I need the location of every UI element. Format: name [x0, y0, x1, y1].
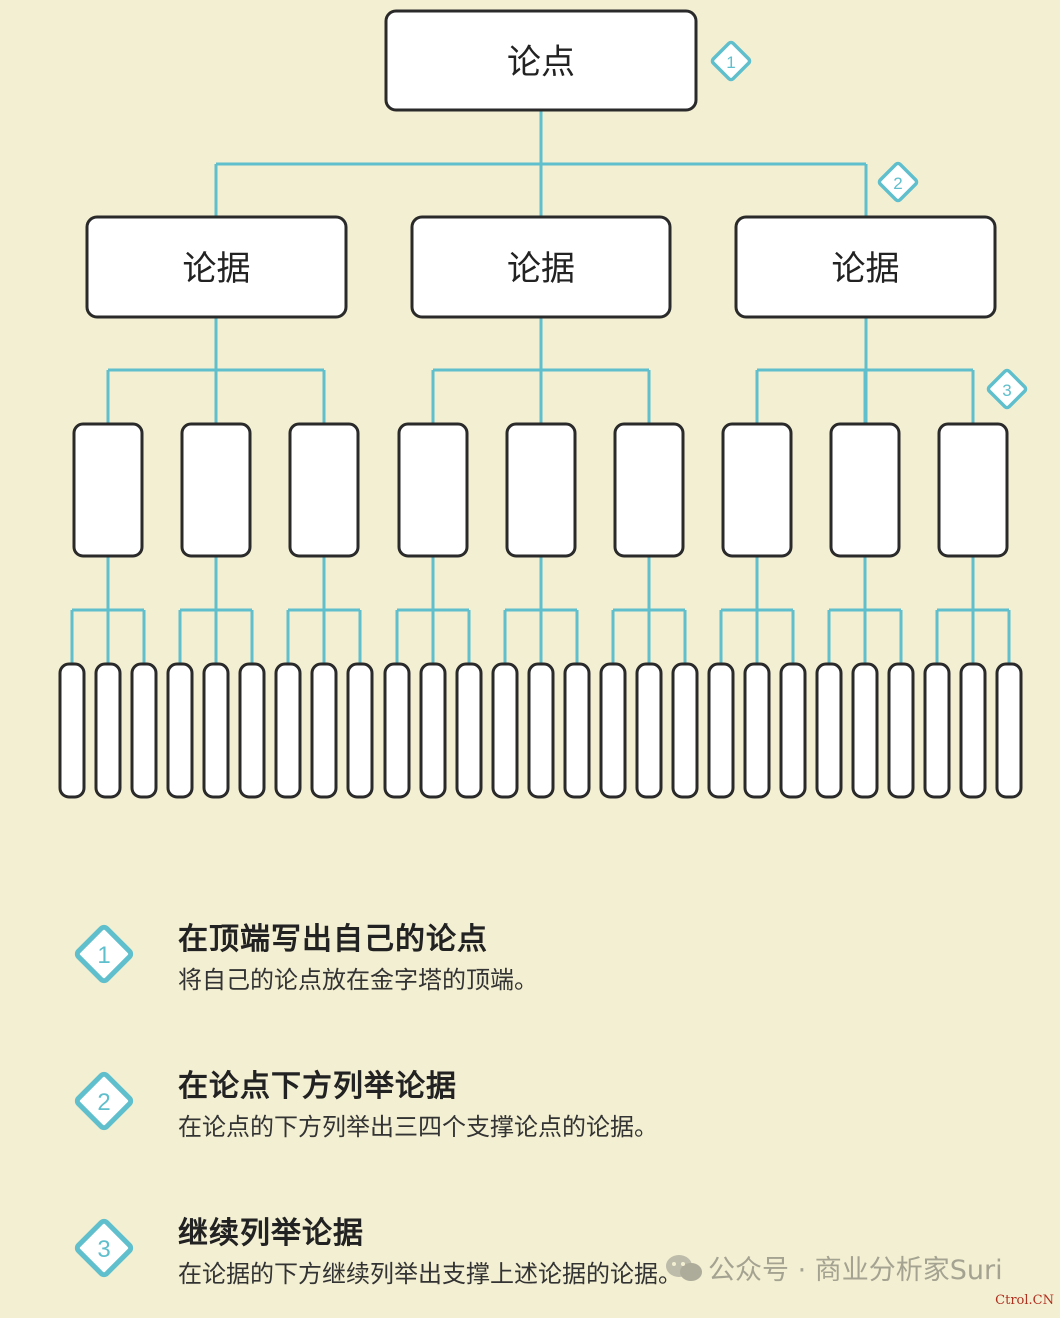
wechat-logo-icon	[666, 1255, 702, 1281]
sub-argument-box-2	[180, 422, 252, 558]
legend-description: 将自己的论点放在金字塔的顶端。	[178, 966, 538, 994]
connector-lines	[70, 110, 1011, 664]
legend-title: 继续列举论据	[178, 1216, 364, 1251]
detail-box-10	[383, 662, 411, 799]
argument-box-1	[85, 215, 348, 319]
argument-box-3	[734, 215, 997, 319]
legend-item-2: 2 在论点下方列举论据 在论点的下方列举出三四个支撑论点的论据。	[60, 1061, 960, 1171]
detail-box-27	[995, 662, 1023, 799]
legend-description: 在论点的下方列举出三四个支撑论点的论据。	[178, 1113, 658, 1141]
sub-argument-box-7	[721, 422, 793, 558]
legend-description: 在论据的下方继续列举出支撑上述论据的论据。	[178, 1260, 682, 1288]
detail-box-20	[743, 662, 771, 799]
detail-box-5	[202, 662, 230, 799]
diamond-badge-1-icon-number: 1	[726, 53, 735, 72]
argument-box-2	[410, 215, 672, 319]
diamond-badge-2-icon-number: 2	[893, 174, 902, 193]
detail-box-19	[707, 662, 735, 799]
legend-item-1: 1 在顶端写出自己的论点 将自己的论点放在金字塔的顶端。	[60, 914, 960, 1024]
thesis-box	[384, 9, 698, 112]
watermark: 公众号 · 商业分析家Suri	[664, 1248, 1003, 1287]
detail-box-12	[455, 662, 483, 799]
detail-box-4	[166, 662, 194, 799]
detail-box-8	[310, 662, 338, 799]
diamond-badge-3-icon-number: 3	[1002, 381, 1011, 400]
sub-argument-box-9	[937, 422, 1009, 558]
argument-box-3-label: 论据	[832, 249, 900, 289]
thesis-box-label: 论点	[507, 43, 575, 83]
diamond-badge-1-icon	[710, 40, 752, 82]
detail-box-17	[635, 662, 663, 799]
legend-badge-number: 2	[97, 1089, 110, 1116]
detail-box-25	[923, 662, 951, 799]
detail-box-15	[563, 662, 591, 799]
watermark-text: 公众号 · 商业分析家Suri	[708, 1255, 1003, 1286]
legend-title: 在顶端写出自己的论点	[178, 922, 488, 957]
diagram-badges: 1 2 3	[710, 40, 1028, 410]
detail-box-1	[58, 662, 86, 799]
detail-box-6	[238, 662, 266, 799]
detail-box-14	[527, 662, 555, 799]
diamond-badge-3-icon: 3	[74, 1218, 134, 1278]
sub-argument-box-5	[505, 422, 577, 558]
detail-box-23	[851, 662, 879, 799]
legend-title: 在论点下方列举论据	[178, 1069, 457, 1104]
diamond-badge-2-icon	[877, 161, 919, 203]
sub-argument-box-1	[72, 422, 144, 558]
detail-box-2	[94, 662, 122, 799]
legend-item-3: 3 继续列举论据 在论据的下方继续列举出支撑上述论据的论据。	[60, 1208, 960, 1318]
detail-box-26	[959, 662, 987, 799]
legend-badge-number: 1	[97, 942, 110, 969]
detail-box-21	[779, 662, 807, 799]
detail-box-18	[671, 662, 699, 799]
diamond-badge-1-icon: 1	[74, 924, 134, 984]
diamond-badge-2-icon: 2	[74, 1071, 134, 1131]
detail-box-16	[599, 662, 627, 799]
sub-argument-box-6	[613, 422, 685, 558]
detail-box-24	[887, 662, 915, 799]
diamond-badge-3-icon	[986, 368, 1028, 410]
legend-badge-number: 3	[97, 1236, 110, 1263]
argument-box-1-label: 论据	[183, 249, 251, 289]
detail-box-11	[419, 662, 447, 799]
detail-box-13	[491, 662, 519, 799]
detail-box-9	[346, 662, 374, 799]
detail-box-22	[815, 662, 843, 799]
sub-argument-box-8	[829, 422, 901, 558]
detail-box-3	[130, 662, 158, 799]
corner-mark: Ctrol.CN	[995, 1293, 1054, 1308]
sub-argument-box-3	[288, 422, 360, 558]
argument-box-2-label: 论据	[507, 249, 575, 289]
detail-box-7	[274, 662, 302, 799]
sub-argument-box-4	[397, 422, 469, 558]
